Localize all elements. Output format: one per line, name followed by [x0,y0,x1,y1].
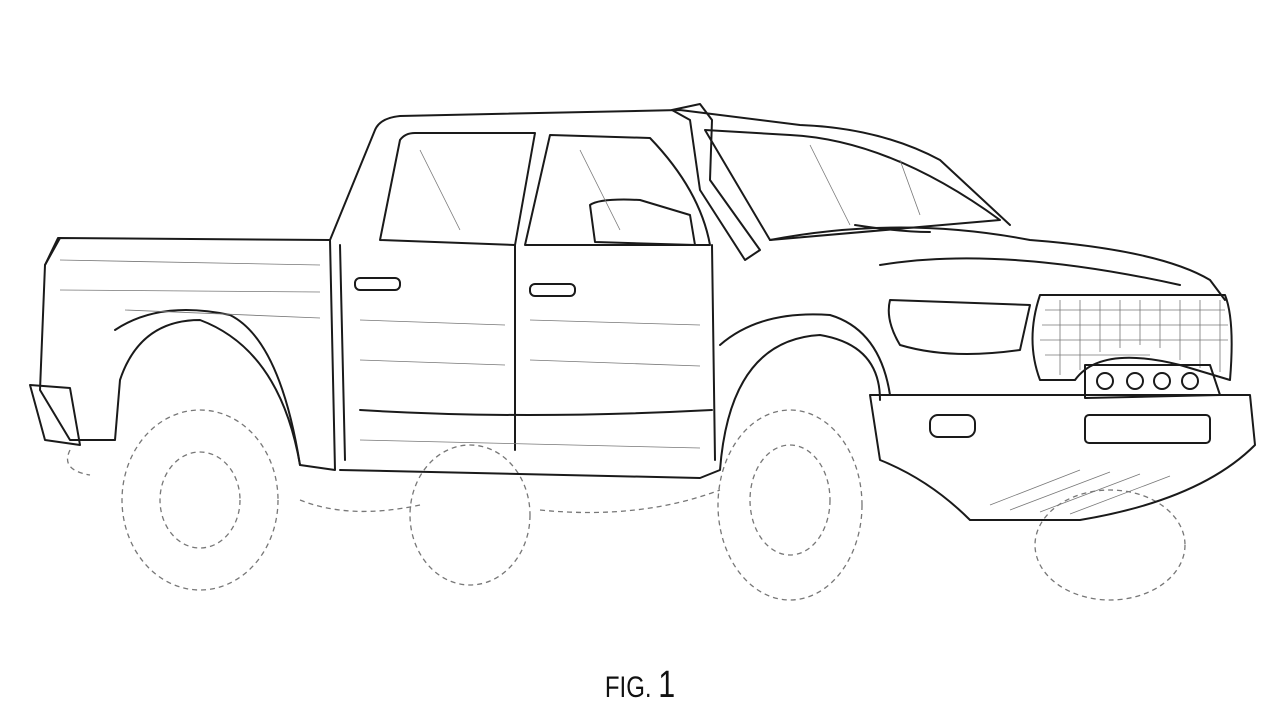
figure-label: FIG. 1 [128,664,1152,707]
wheels-dashed [66,409,1186,601]
grille-mesh [1040,300,1228,375]
truck-body [29,103,1256,521]
figure-number: 1 [658,664,676,706]
body-shading [59,144,921,449]
figure-prefix: FIG. [604,671,652,704]
